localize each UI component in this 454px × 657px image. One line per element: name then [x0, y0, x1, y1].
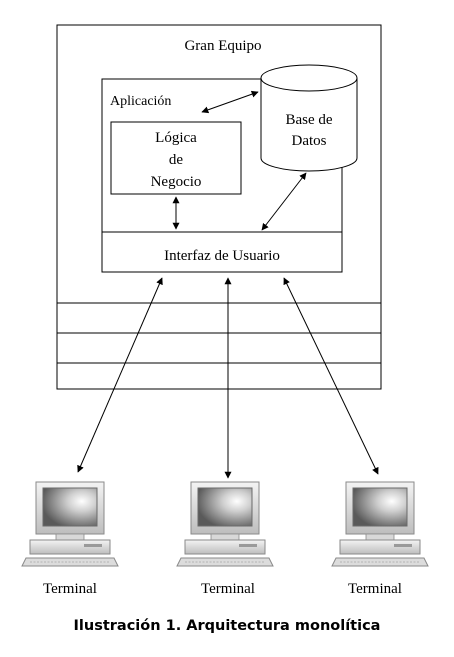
computer-terminal-icon [176, 481, 274, 567]
business-logic-line3: Negocio [151, 174, 202, 190]
arrow-interface-database [261, 172, 307, 231]
computer-terminal-icon [21, 481, 119, 567]
database-line2: Datos [292, 133, 327, 149]
terminal-label-1: Terminal [43, 581, 97, 597]
mainframe-box [56, 24, 382, 390]
business-logic-line2: de [169, 152, 184, 168]
arrow-interface-terminal-3 [283, 277, 379, 475]
database-cylinder [260, 64, 358, 172]
business-logic-box [110, 121, 242, 195]
arrow-app-database [201, 90, 259, 114]
application-label: Aplicación [110, 94, 171, 109]
terminal-label-2: Terminal [201, 581, 255, 597]
database-line1: Base de [285, 112, 332, 128]
computer-terminal-icon [331, 481, 429, 567]
mainframe-label: Gran Equipo [184, 38, 261, 54]
arrow-interface-terminal-1 [77, 277, 163, 473]
terminal-label-3: Terminal [348, 581, 402, 597]
user-interface-label: Interfaz de Usuario [164, 248, 280, 264]
figure-caption: Ilustración 1. Arquitectura monolítica [73, 618, 381, 634]
application-box [101, 78, 343, 273]
business-logic-line1: Lógica [155, 130, 197, 146]
